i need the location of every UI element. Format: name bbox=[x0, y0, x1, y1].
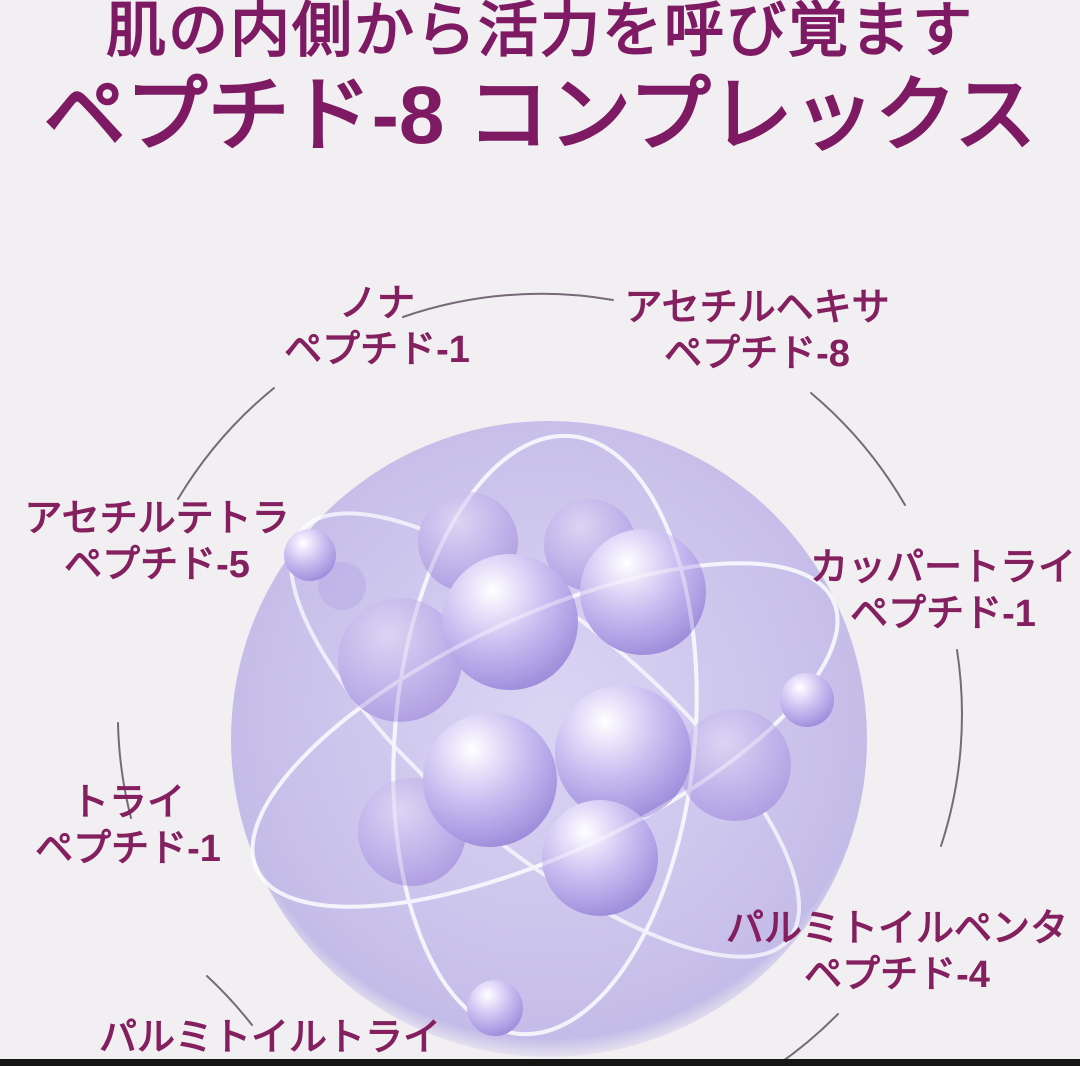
orbit-rings-front bbox=[250, 433, 840, 1037]
peptide-number: ペプチド-1 bbox=[850, 592, 1036, 635]
page-title: ペプチド-8 コンプレックス bbox=[43, 70, 1037, 161]
peptide-label-palmitoyl-penta: パルミトイルペンタ ペプチド-4 bbox=[726, 907, 1068, 998]
peptide-sphere bbox=[442, 554, 578, 690]
peptide-label-palmitoyl-tri: パルミトイルトライ bbox=[99, 1016, 441, 1062]
peptide-sphere bbox=[580, 529, 706, 655]
peptide-number: ペプチド-1 bbox=[35, 827, 221, 870]
peptide-sphere bbox=[679, 709, 791, 821]
connector-arc bbox=[177, 387, 275, 500]
peptide-label-copper-tri: カッパートライ ペプチド-1 bbox=[810, 546, 1076, 637]
peptide-label-nona: ノナ ペプチド-1 bbox=[284, 282, 470, 373]
electron-sphere bbox=[780, 673, 834, 727]
peptide-sphere bbox=[555, 685, 691, 821]
bottom-bar bbox=[0, 1059, 1080, 1066]
orbit-ring bbox=[250, 561, 840, 909]
connector-arc bbox=[206, 975, 253, 1026]
peptide-name: アセチルテトラ bbox=[24, 498, 290, 540]
peptide-name: ノナ bbox=[338, 283, 416, 325]
peptide-name: パルミトイルトライ bbox=[98, 1017, 442, 1059]
peptide-sphere-cluster bbox=[338, 492, 791, 916]
peptide-name: アセチルヘキサ bbox=[624, 287, 890, 329]
tagline-text: 肌の内側から活力を呼び覚ます bbox=[106, 0, 974, 64]
peptide-sphere bbox=[338, 598, 462, 722]
orbit-ring bbox=[391, 433, 699, 1037]
peptide-label-acetyl-hexa: アセチルヘキサ ペプチド-8 bbox=[624, 286, 889, 377]
peptide-name: カッパートライ bbox=[809, 547, 1077, 589]
peptide-name: トライ bbox=[70, 782, 186, 824]
electron-sphere-echo bbox=[318, 562, 366, 610]
connector-arc bbox=[117, 722, 132, 819]
connector-arc bbox=[940, 649, 963, 847]
electron-spheres bbox=[284, 529, 834, 1036]
peptide-sphere bbox=[542, 800, 658, 916]
electron-sphere bbox=[284, 529, 336, 581]
connector-arc bbox=[810, 392, 906, 506]
peptide-label-acetyl-tetra: アセチルテトラ ペプチド-5 bbox=[24, 497, 289, 588]
peptide-sphere bbox=[423, 713, 557, 847]
peptide-number: ペプチド-4 bbox=[804, 953, 990, 996]
halo-sphere bbox=[231, 421, 867, 1057]
electron-sphere bbox=[467, 980, 523, 1036]
peptide-number: ペプチド-5 bbox=[64, 543, 250, 586]
peptide-label-tri: トライ ペプチド-1 bbox=[35, 781, 221, 872]
peptide-number: ペプチド-8 bbox=[664, 332, 850, 375]
peptide-name: パルミトイルペンタ bbox=[725, 908, 1069, 950]
peptide-number: ペプチド-1 bbox=[284, 328, 470, 371]
connector-arc bbox=[402, 292, 614, 318]
